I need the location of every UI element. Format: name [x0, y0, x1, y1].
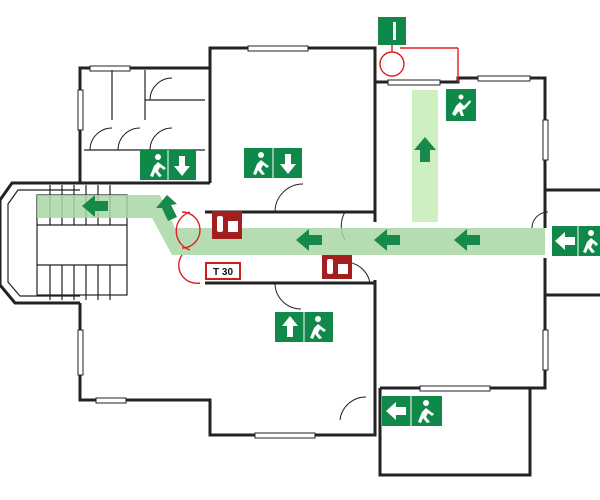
- exit-sign-lower-right: [382, 396, 442, 426]
- running-man-icon: [583, 230, 598, 253]
- arrow-left-icon: [296, 229, 322, 251]
- assembly-point-sign: [378, 17, 406, 45]
- fire-door-label: T 30: [205, 262, 241, 280]
- fire-door-markings: [175, 42, 459, 284]
- arrow-left-icon: [386, 402, 406, 420]
- alarm-call-point-sign: [446, 89, 476, 121]
- fire-extinguisher-icon: [327, 259, 333, 274]
- building-walls: [0, 46, 600, 477]
- arrow-left-icon: [555, 232, 575, 250]
- arrow-up-icon: [282, 316, 298, 337]
- arrow-up-icon: [156, 195, 177, 221]
- running-man-icon: [310, 316, 326, 339]
- arrow-left-icon: [374, 229, 400, 251]
- fire-extinguisher-sign-2: [322, 255, 352, 279]
- fire-extinguisher-icon: [217, 216, 223, 232]
- fire-extinguisher-sign-1: [212, 211, 242, 239]
- toilet-partitions: [84, 70, 205, 151]
- staircase: [37, 185, 127, 300]
- exit-sign-upper-room: [244, 148, 302, 178]
- route-arrows: [82, 137, 480, 251]
- arrow-down-icon: [280, 154, 296, 174]
- exit-sign-right: [552, 226, 600, 256]
- running-man-icon: [418, 400, 434, 423]
- exit-sign-toilets: [140, 150, 196, 180]
- arrow-left-icon: [82, 195, 108, 217]
- fire-door-rating-text: T 30: [213, 267, 233, 278]
- doors: [274, 183, 549, 421]
- arrow-up-icon: [414, 137, 436, 162]
- windows: [77, 45, 549, 439]
- alarm-call-point-icon: [452, 94, 471, 116]
- exit-sign-lower-left: [275, 312, 333, 342]
- assembly-point-icon: [393, 22, 396, 40]
- running-man-icon: [253, 152, 269, 175]
- running-man-icon: [150, 154, 166, 177]
- arrow-left-icon: [454, 229, 480, 251]
- arrow-down-icon: [174, 156, 190, 176]
